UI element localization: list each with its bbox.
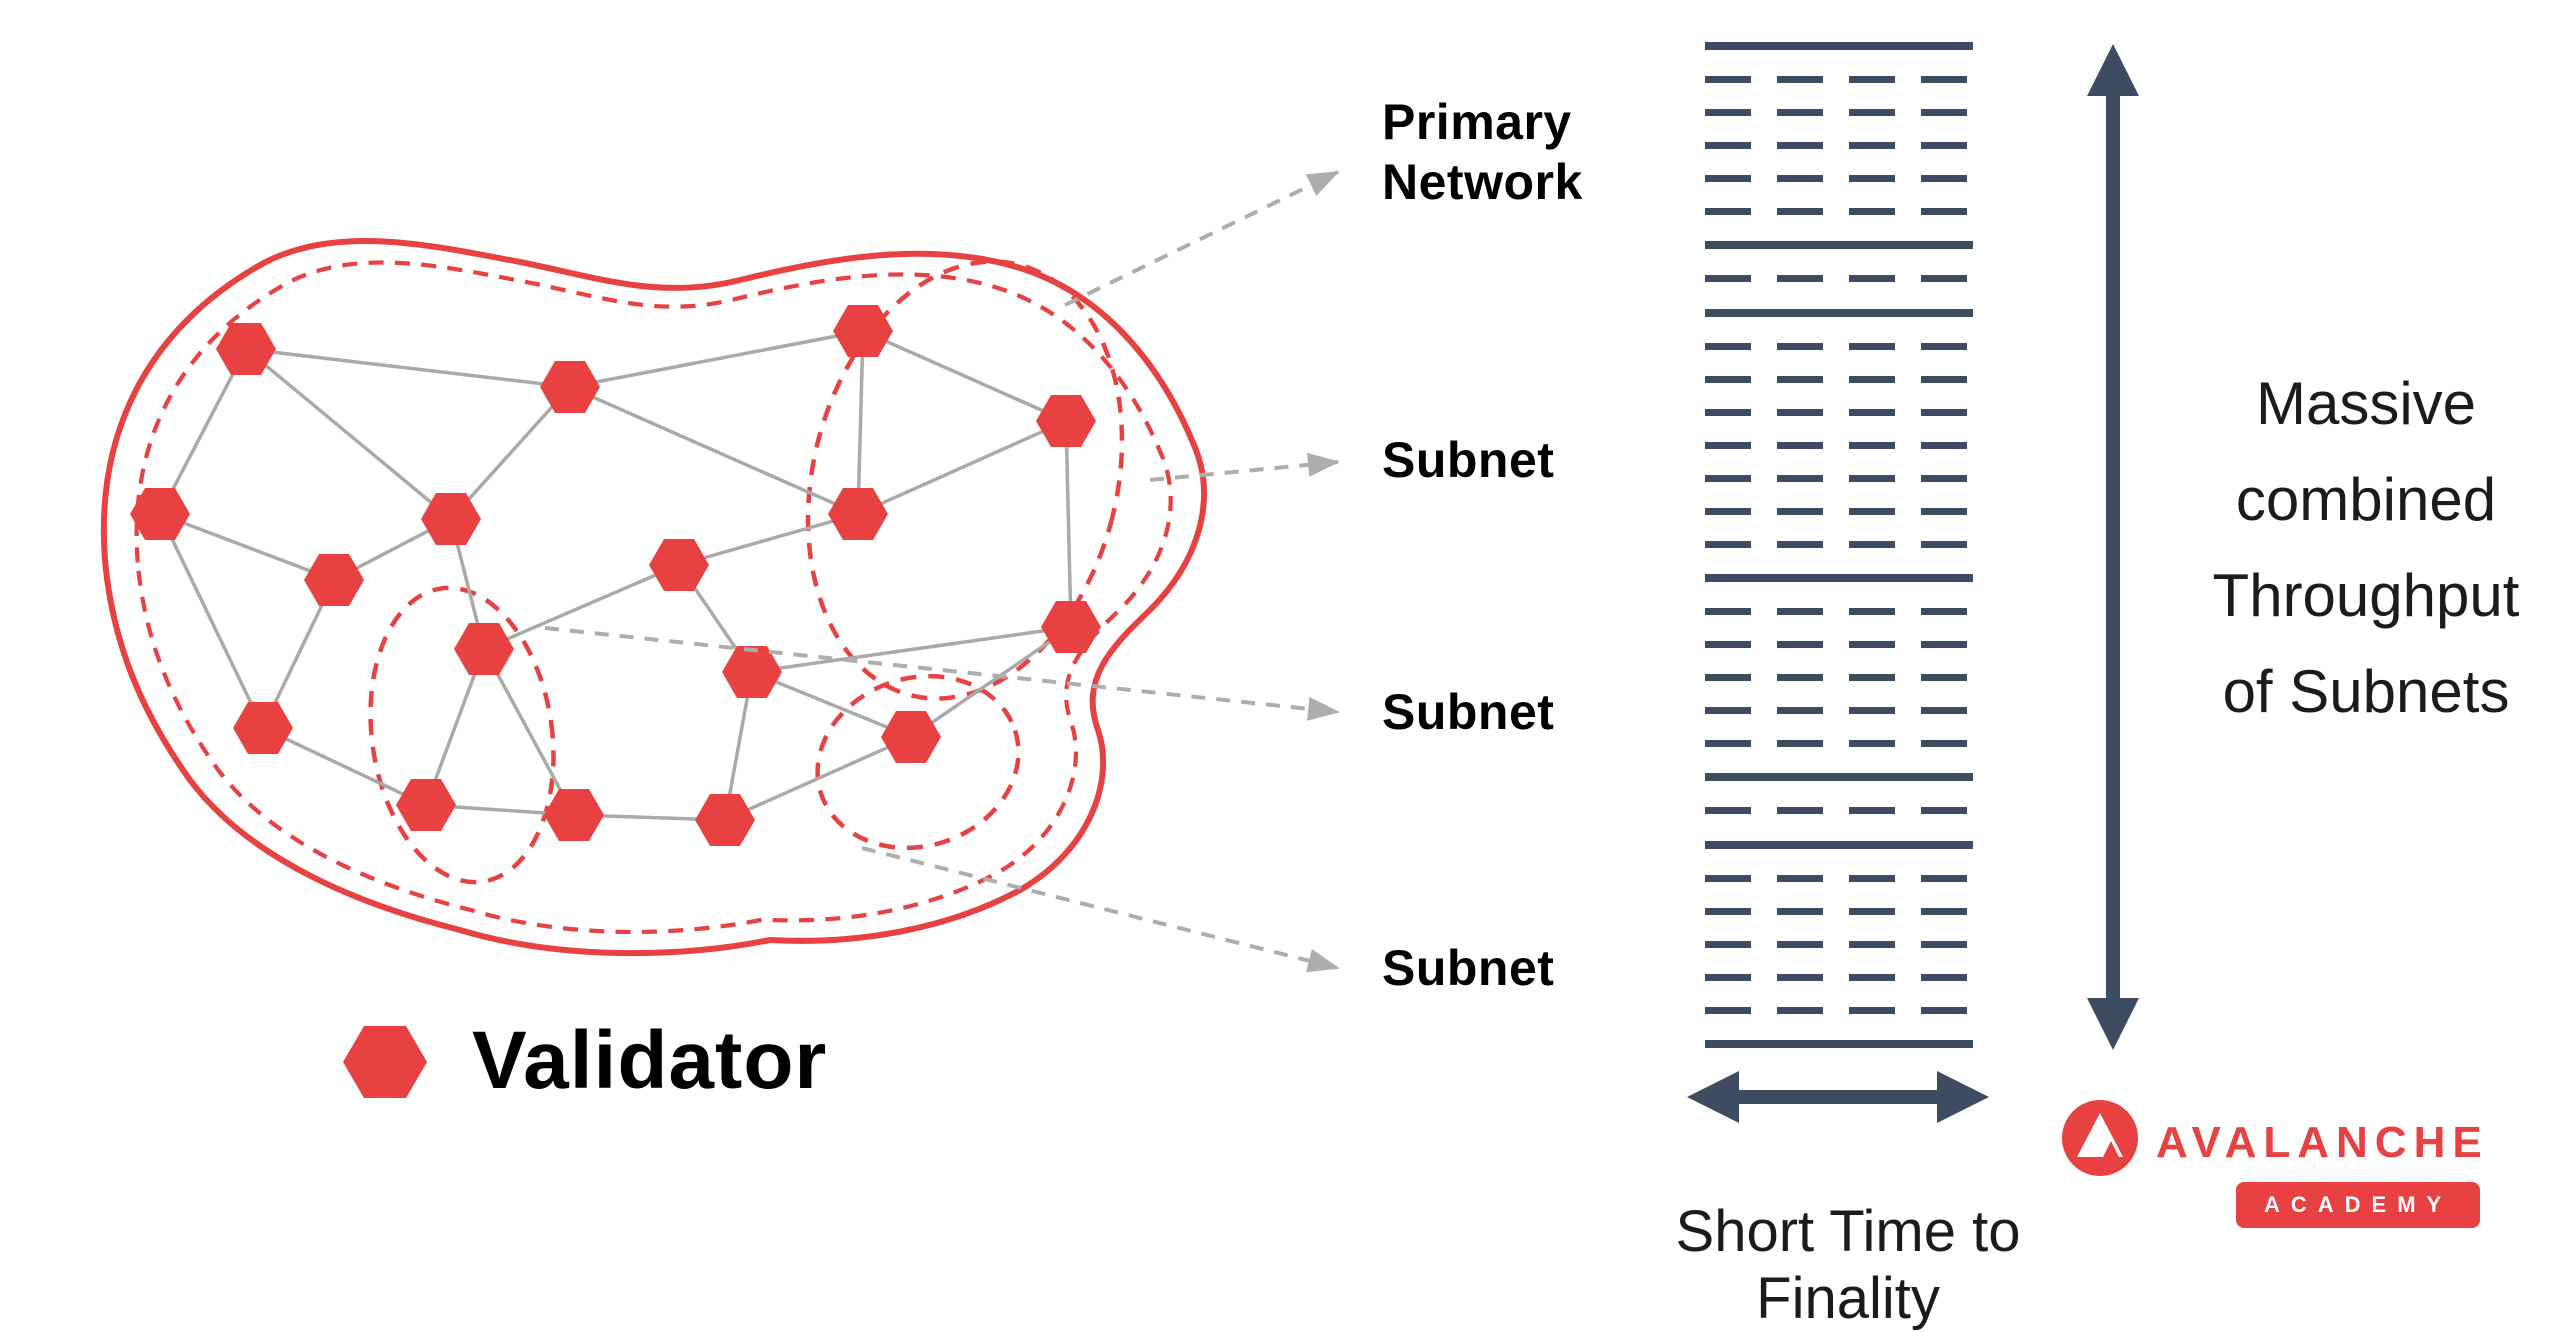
- validator-node-icon: [828, 488, 888, 540]
- dashed-block-row: [1705, 375, 1973, 383]
- subnet-oval-right: [805, 259, 1125, 701]
- dashed-block-row: [1705, 940, 1973, 948]
- dashed-block-row: [1705, 707, 1973, 715]
- validator-node-icon: [396, 779, 456, 831]
- finality-horizontal-arrow: [1687, 1071, 1989, 1123]
- solid-block-row: [1705, 308, 1973, 317]
- dashed-block-row: [1705, 109, 1973, 117]
- primary-network-label: Primary Network: [1382, 94, 1583, 210]
- dashed-block-row: [1705, 474, 1973, 482]
- primary-network-arrow: [1064, 170, 1340, 307]
- throughput-vertical-arrow: [2087, 44, 2139, 1050]
- subnet-arrow-1: [1149, 452, 1340, 482]
- dashed-block-row: [1705, 807, 1973, 815]
- dashed-block-row: [1705, 641, 1973, 649]
- subnet-oval-middle: [368, 585, 556, 885]
- academy-badge: ACADEMY: [2236, 1182, 2481, 1228]
- dashed-block-row: [1705, 874, 1973, 882]
- throughput-caption: Massive combined Throughput of Subnets: [2212, 370, 2520, 725]
- subnet-label-1: Subnet: [1382, 432, 1555, 488]
- subnet-label-2: Subnet: [1382, 684, 1555, 740]
- dashed-block-row: [1705, 441, 1973, 449]
- subnet-arrow-2: [544, 626, 1340, 721]
- dashed-block-row: [1705, 275, 1973, 283]
- validator-nodes: [130, 305, 1101, 846]
- solid-block-row: [1705, 42, 1973, 50]
- dashed-block-row: [1705, 507, 1973, 515]
- solid-block-row: [1705, 241, 1973, 250]
- dashed-block-row: [1705, 408, 1973, 416]
- avalanche-logo-icon: [2062, 1100, 2138, 1176]
- block-stack: [1705, 42, 1973, 1048]
- subnet-oval-bottom: [815, 673, 1021, 851]
- primary-network-outline: [100, 238, 1207, 957]
- solid-block-row: [1705, 840, 1973, 849]
- dashed-block-row: [1705, 907, 1973, 915]
- dashed-block-row: [1705, 342, 1973, 350]
- validator-node-icon: [454, 623, 514, 675]
- dashed-block-row: [1705, 175, 1973, 183]
- dashed-block-row: [1705, 1006, 1973, 1014]
- validator-node-icon: [881, 711, 941, 763]
- dashed-block-row: [1705, 76, 1973, 84]
- dashed-block-row: [1705, 740, 1973, 748]
- solid-block-row: [1705, 1039, 1973, 1048]
- validator-node-icon: [1041, 601, 1101, 653]
- avalanche-brand-label: AVALANCHE: [2156, 1118, 2489, 1167]
- dashed-block-row: [1705, 973, 1973, 981]
- validator-node-icon: [1036, 395, 1096, 447]
- dashed-block-row: [1705, 540, 1973, 548]
- callout-arrows: [544, 170, 1340, 973]
- solid-block-row: [1705, 773, 1973, 782]
- all-validators-subnet-outline: [134, 260, 1173, 935]
- solid-block-row: [1705, 574, 1973, 582]
- dashed-block-row: [1705, 608, 1973, 616]
- validator-node-icon: [544, 789, 604, 841]
- network-diagram: [100, 44, 2139, 1123]
- dashed-block-row: [1705, 674, 1973, 682]
- subnet-label-3: Subnet: [1382, 940, 1555, 996]
- legend-validator-label: Validator: [472, 1015, 828, 1106]
- dashed-block-row: [1705, 142, 1973, 150]
- validator-node-icon: [233, 702, 293, 754]
- validator-node-icon: [540, 361, 600, 413]
- dashed-block-row: [1705, 208, 1973, 216]
- validator-node-icon: [304, 554, 364, 606]
- finality-caption: Short Time to Finality: [1675, 1199, 2021, 1331]
- subnet-arrow-3: [861, 846, 1340, 973]
- legend-validator-hex-icon: [343, 1026, 427, 1098]
- validator-node-icon: [649, 539, 709, 591]
- validator-node-icon: [695, 794, 755, 846]
